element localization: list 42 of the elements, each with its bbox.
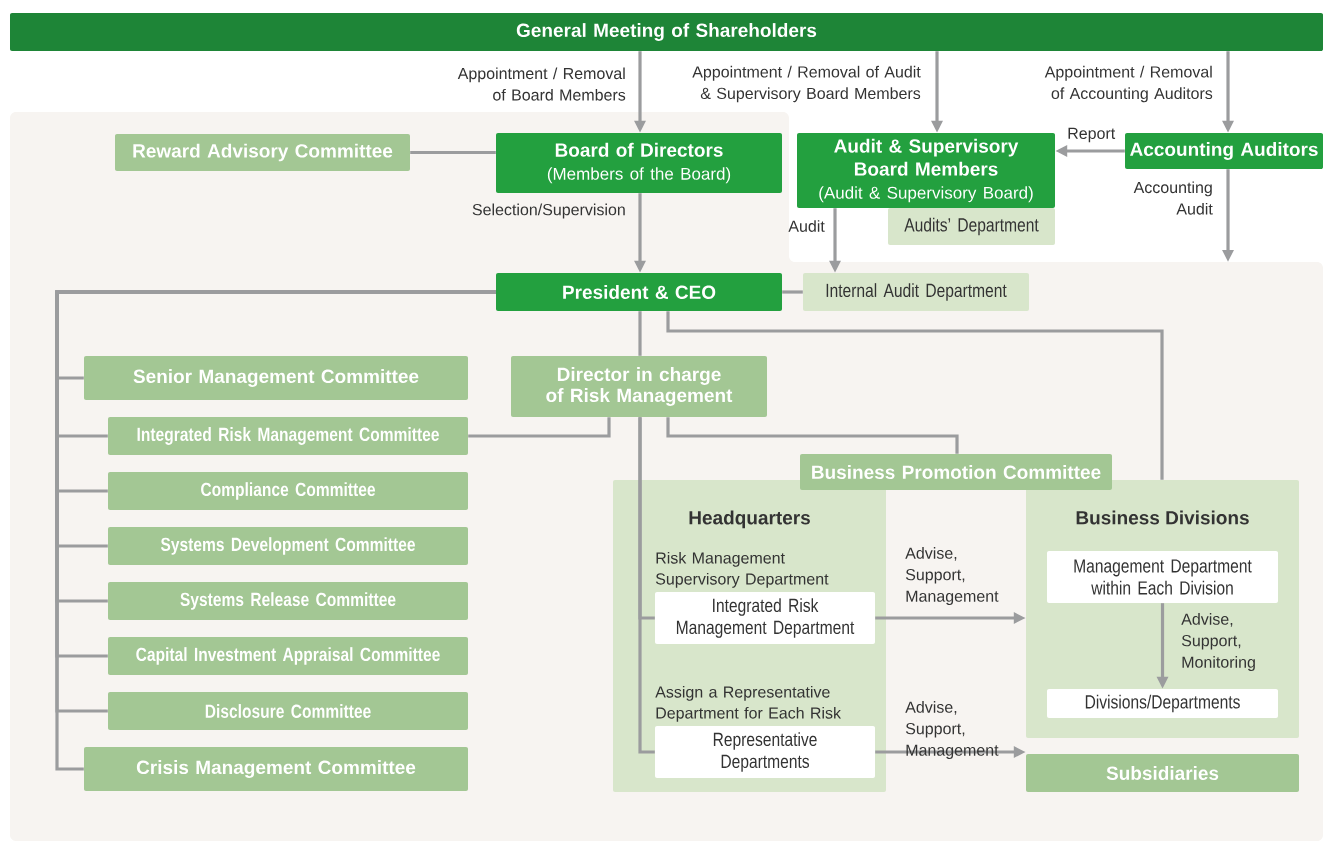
connector (468, 417, 611, 438)
department-box: Divisions/Departments (1047, 689, 1278, 718)
edge-label: Appointment / Removal of Audit & Supervisory Board Members (692, 65, 921, 103)
edge-label: Audit (788, 220, 825, 232)
department-box: Management Department within Each Division (1047, 551, 1278, 603)
connector (410, 150, 496, 155)
edge-label: Appointment / Removal of Board Members (457, 67, 626, 101)
node-caption: Assign a Representative Department for Each Risk (655, 685, 842, 722)
committee-box: Systems Release Committee (108, 582, 468, 620)
committee-box: Systems Development Committee (108, 527, 468, 565)
department-box: Representative Departments (655, 726, 875, 778)
committee-box: Business Promotion Committee (800, 454, 1112, 490)
committee-box: Disclosure Committee (108, 692, 468, 730)
org-box: Audit & Supervisory Board Members (Audit & Supervisory Board) (797, 133, 1055, 208)
edge-label: Appointment / Removal of Accounting Auditors (1044, 65, 1213, 103)
committee-box: Reward Advisory Committee (115, 134, 410, 171)
committee-box: Crisis Management Committee (84, 747, 468, 791)
connector (782, 290, 803, 294)
committee-box: Subsidiaries (1026, 754, 1299, 792)
committee-box: Capital Investment Appraisal Committee (108, 637, 468, 675)
department-box: Audits’ Department (888, 208, 1055, 245)
department-box: Internal Audit Department (803, 273, 1029, 311)
committee-box: Director in charge of Risk Management (511, 356, 767, 417)
committee-box: Integrated Risk Management Committee (108, 417, 468, 455)
edge-label: Advise, Support, Management (905, 701, 999, 759)
edge-label: Report (1068, 127, 1116, 143)
connector (666, 417, 959, 454)
edge-label: Advise, Support, Management (905, 547, 999, 605)
top-bar: General Meeting of Shareholders (10, 13, 1323, 51)
org-box: President & CEO (496, 273, 782, 311)
committee-box: Compliance Committee (108, 472, 468, 510)
committee-box: Senior Management Committee (84, 356, 468, 400)
org-box: Accounting Auditors (1125, 133, 1323, 169)
connector (638, 417, 655, 754)
org-box: Board of Directors (Members of the Board) (496, 133, 782, 193)
edge-label: Selection/Supervision (472, 203, 625, 219)
connector (638, 311, 642, 356)
connector (666, 311, 1164, 480)
edge-label: Accounting Audit (1133, 181, 1213, 215)
node-caption: Risk Management Supervisory Department (655, 551, 829, 588)
edge-label: Advise, Support, Monitoring (1181, 613, 1255, 671)
department-box: Integrated Risk Management Department (655, 592, 875, 644)
